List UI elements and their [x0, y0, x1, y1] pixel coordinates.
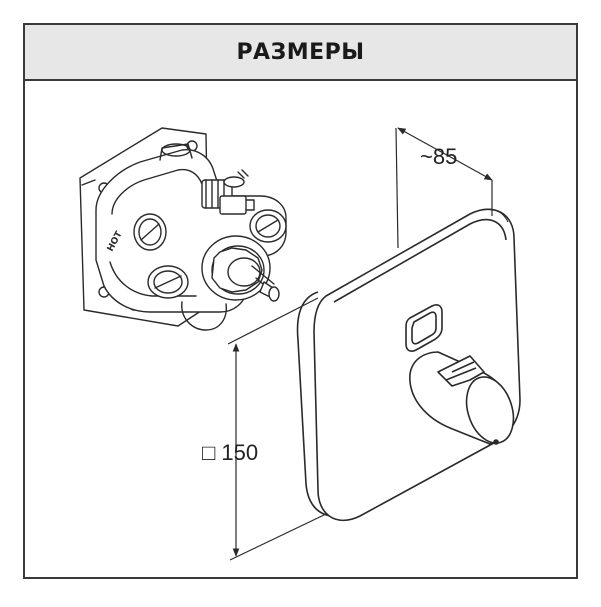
- bottom-outlet: [181, 301, 227, 331]
- push-button-icon: [405, 304, 443, 352]
- size-label: □ 150: [202, 440, 258, 465]
- top-port: [161, 143, 191, 157]
- header-bar: РАЗМЕРЫ: [25, 25, 576, 81]
- depth-label: ~85: [420, 144, 457, 169]
- rough-in-valve: HOT: [79, 127, 287, 331]
- rotary-knob-icon: [409, 351, 515, 445]
- threaded-hub: [201, 235, 280, 302]
- cartridge-stem: [201, 169, 255, 215]
- trim-plate: [296, 208, 521, 522]
- page-title: РАЗМЕРЫ: [236, 39, 365, 65]
- depth-extension-line: [395, 127, 399, 249]
- depth-dimension: [395, 127, 493, 249]
- depth-dimension-line: [397, 127, 493, 181]
- right-stop-icon: [249, 209, 287, 243]
- size-extension-line: [227, 297, 319, 345]
- size-dimension: [227, 297, 327, 561]
- left-stop-icon: [133, 213, 167, 251]
- size-extension-line: [229, 513, 327, 561]
- lower-stop-icon: [147, 265, 189, 299]
